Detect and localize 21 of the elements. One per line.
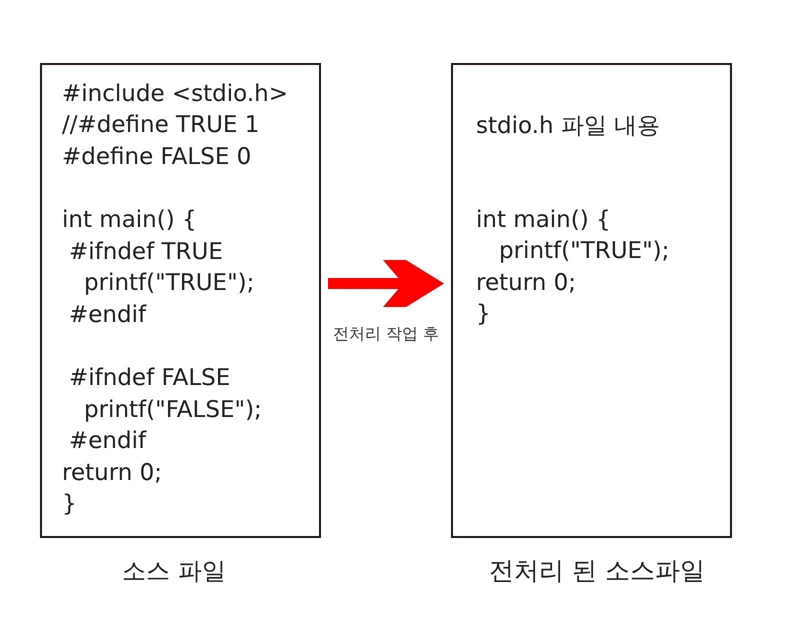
code-box — [451, 63, 732, 538]
code-line: #ifndef FALSE — [69, 364, 230, 393]
code-line: return 0; — [476, 268, 576, 298]
code-line: } — [476, 300, 491, 329]
code-line: printf("FALSE"); — [84, 396, 262, 424]
code-line: int main() { — [476, 206, 611, 235]
code-line: printf("TRUE"); — [499, 237, 670, 266]
code-line: #include <stdio.h> — [62, 80, 288, 108]
code-line: int main() { — [62, 206, 197, 235]
code-line: printf("TRUE"); — [84, 269, 254, 298]
code-line: #endif — [69, 300, 146, 330]
code-line: //#define TRUE 1 — [62, 111, 260, 140]
code-line: return 0; — [62, 458, 162, 488]
code-box — [40, 63, 321, 538]
code-line: } — [62, 490, 77, 520]
note-text: stdio.h 파일 내용 — [476, 112, 660, 140]
code-line: #define FALSE 0 — [62, 142, 252, 172]
box-label: 전처리 된 소스파일 — [489, 556, 705, 586]
box-label: 소스 파일 — [122, 556, 226, 586]
code-line: #ifndef TRUE — [69, 238, 223, 266]
code-line: #endif — [69, 427, 146, 456]
